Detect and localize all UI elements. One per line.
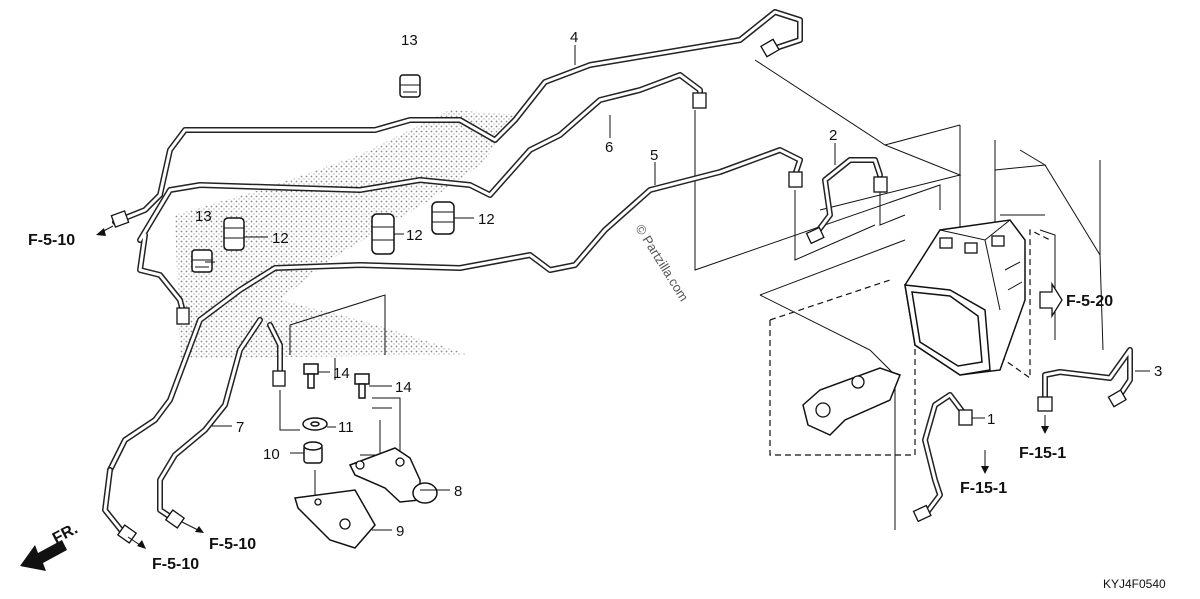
- brake-pipe-3: [1042, 347, 1133, 403]
- clamp-13-left: [191, 249, 213, 273]
- callout-12-a: 12: [272, 230, 289, 247]
- bolt-14-a: [303, 363, 319, 389]
- front-direction: FR.: [20, 520, 81, 571]
- arrow-right-icon: [1039, 281, 1063, 319]
- callout-3: 3: [1154, 363, 1162, 380]
- callout-11: 11: [338, 419, 354, 436]
- abs-modulator: [904, 219, 1026, 376]
- ref-f-5-10-top: F-5-10: [28, 232, 75, 249]
- callout-10: 10: [263, 446, 280, 463]
- joint-8: [348, 447, 438, 504]
- callout-14-b: 14: [395, 379, 412, 396]
- reference-arrows: [96, 225, 1063, 549]
- callout-12-b: 12: [406, 227, 423, 244]
- washer-11: [302, 417, 328, 431]
- ref-f-15-1-right: F-15-1: [1019, 445, 1066, 462]
- frame-shadow: [175, 110, 520, 358]
- ref-f-5-10-mid: F-5-10: [209, 536, 256, 553]
- ref-f-5-20: F-5-20: [1066, 293, 1113, 310]
- ref-f-15-1-lower: F-15-1: [960, 480, 1007, 497]
- diagram-code: KYJ4F0540: [1103, 577, 1166, 591]
- watermark: © Partzilla.com: [632, 222, 691, 304]
- brake-pipe-4: [112, 9, 803, 225]
- clamp-13-top: [399, 74, 421, 98]
- clamp-12-a: [223, 217, 245, 251]
- callout-2: 2: [829, 127, 837, 144]
- clamp-12-c: [431, 201, 455, 235]
- callout-7: 7: [236, 419, 244, 436]
- callout-13-a: 13: [401, 32, 418, 49]
- front-label: FR.: [50, 520, 81, 547]
- brake-pipe-6: [137, 72, 703, 323]
- callout-14-a: 14: [333, 365, 350, 382]
- bolt-14-b: [354, 373, 370, 399]
- pipe-fittings: [110, 38, 1127, 544]
- callout-13-b: 13: [195, 208, 212, 225]
- callout-4: 4: [570, 29, 578, 46]
- brake-pipe-2: [812, 157, 883, 238]
- callout-8: 8: [454, 483, 462, 500]
- grommet-10: [303, 441, 323, 464]
- brake-pipe-7: [157, 317, 283, 523]
- callout-12-c: 12: [478, 211, 495, 228]
- abs-bracket: [802, 367, 901, 436]
- front-arrow-icon: [20, 540, 67, 571]
- callout-5: 5: [650, 147, 658, 164]
- callout-6: 6: [605, 139, 613, 156]
- brake-pipe-5: [102, 147, 803, 538]
- callout-leaders: [205, 45, 1150, 531]
- abs-boundary-2: [769, 279, 891, 321]
- callout-1: 1: [987, 411, 995, 428]
- callout-9: 9: [396, 523, 404, 540]
- plate-9: [294, 489, 376, 549]
- brake-pipe-1: [922, 392, 968, 518]
- clamp-12-b: [371, 213, 395, 255]
- ref-f-5-10-bottom: F-5-10: [152, 556, 199, 573]
